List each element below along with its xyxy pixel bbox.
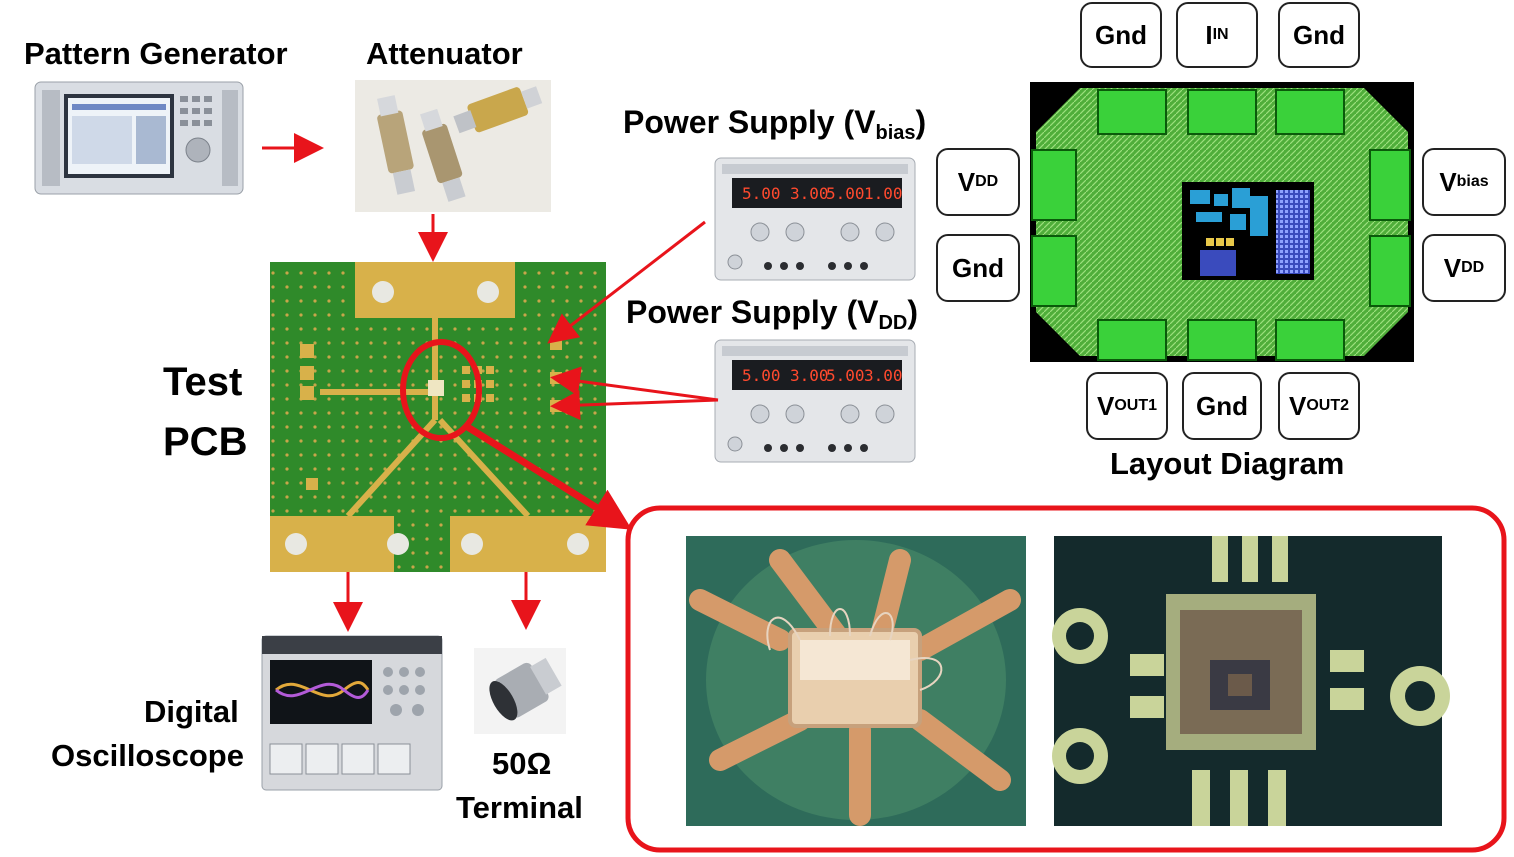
pin-top-gnd-left: Gnd — [1080, 2, 1162, 68]
power-supply-dd-label: Power Supply (VDD) — [626, 294, 919, 334]
pin-bottom-gnd: Gnd — [1182, 372, 1262, 440]
arrows — [262, 133, 719, 632]
attenuator-label: Attenuator — [366, 36, 523, 71]
oscilloscope-label: Oscilloscope — [51, 738, 244, 773]
oscilloscope-image — [261, 635, 443, 791]
svg-text:5.00: 5.00 — [742, 184, 781, 203]
pin-left-gnd: Gnd — [936, 234, 1020, 302]
attenuator-image — [355, 80, 551, 212]
svg-text:1.00: 1.00 — [864, 184, 903, 203]
svg-text:5.00: 5.00 — [826, 366, 865, 385]
svg-text:3.00: 3.00 — [790, 184, 829, 203]
test-label: Test — [163, 360, 243, 404]
arrow-dd-supply-to-pcb-1 — [550, 366, 719, 402]
bonded-chip-photo-top — [1052, 536, 1450, 826]
zoom-inset-frame — [625, 505, 1507, 853]
arrow-bias-supply-to-pcb — [547, 220, 706, 344]
terminal-image — [474, 648, 566, 734]
pattern-generator-image — [34, 81, 244, 195]
svg-text:3.00: 3.00 — [790, 366, 829, 385]
layout-diagram-image — [1030, 82, 1414, 362]
pcb-label: PCB — [163, 420, 248, 464]
svg-text:3.00: 3.00 — [864, 366, 903, 385]
pattern-generator-label: Pattern Generator — [24, 36, 288, 71]
power-supply-bias-label: Power Supply (Vbias) — [623, 104, 927, 144]
terminal-label: Terminal — [456, 790, 583, 825]
pin-top-gnd-right: Gnd — [1278, 2, 1360, 68]
svg-text:5.00: 5.00 — [826, 184, 865, 203]
test-pcb-image — [270, 262, 606, 572]
arrow-zoom-to-inset — [464, 423, 632, 530]
terminal-value-label: 50Ω — [492, 746, 552, 781]
arrow-dd-supply-to-pcb-2 — [550, 390, 719, 421]
svg-text:5.00: 5.00 — [742, 366, 781, 385]
layout-diagram-label: Layout Diagram — [1110, 446, 1345, 481]
digital-label: Digital — [144, 694, 239, 729]
bonded-chip-photo-angled — [686, 536, 1026, 826]
pcb-zoom-circle — [400, 339, 482, 441]
